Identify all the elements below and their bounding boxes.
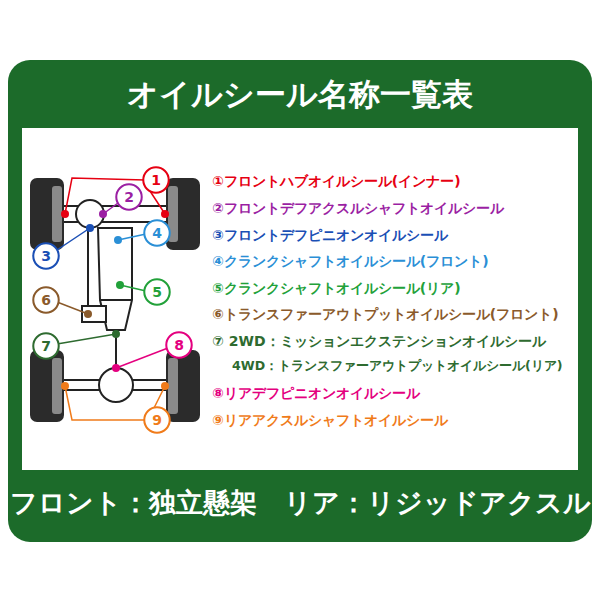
callout-circle: 8	[165, 331, 193, 359]
white-panel	[22, 128, 578, 470]
seal-name: ⑧リアデフピニオンオイルシール	[212, 384, 420, 402]
callout-number: 2	[115, 183, 143, 211]
seal-name: ④クランクシャフトオイルシール(フロント)	[212, 252, 489, 270]
callout-circle: 4	[143, 219, 171, 247]
seal-name: ①フロントハブオイルシール(インナー)	[212, 172, 461, 190]
title: オイルシール名称一覧表	[0, 74, 600, 116]
callout-number: 3	[32, 242, 60, 270]
green-frame	[8, 60, 592, 542]
seal-name: ②フロントデフアクスルシャフトオイルシール	[212, 199, 504, 217]
seal-name: ⑨リアアクスルシャフトオイルシール	[212, 411, 448, 429]
callout-number: 4	[143, 219, 171, 247]
callout-number: 6	[32, 286, 60, 314]
callout-number: 8	[165, 331, 193, 359]
seal-name: ⑥トランスファーアウトプットオイルシール(フロント)	[212, 305, 559, 323]
callout-circle: 9	[143, 406, 171, 434]
callout-number: 1	[142, 166, 170, 194]
caption: フロント：独立懸架 リア：リジッドアクスル	[0, 485, 600, 521]
seal-name: ③フロントデフピニオンオイルシール	[212, 226, 448, 244]
tires	[30, 178, 200, 422]
callout-circle: 7	[32, 332, 60, 360]
callout-number: 5	[143, 278, 171, 306]
seal-name: ⑤クランクシャフトオイルシール(リア)	[212, 279, 461, 297]
callout-circle: 6	[32, 286, 60, 314]
callout-circle: 5	[143, 278, 171, 306]
callout-number: 9	[143, 406, 171, 434]
callout-circle: 3	[32, 242, 60, 270]
seal-name: 4WD：トランスファーアウトプットオイルシール(リア)	[232, 357, 563, 375]
callout-circle: 2	[115, 183, 143, 211]
callout-circle: 1	[142, 166, 170, 194]
seal-name: ⑦ 2WD：ミッションエクステンションオイルシール	[212, 332, 546, 350]
callout-number: 7	[32, 332, 60, 360]
